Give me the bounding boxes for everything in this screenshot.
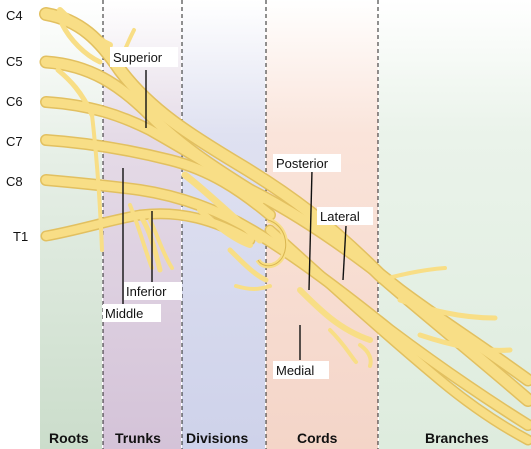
region-label-branches: Branches — [425, 430, 489, 446]
label-posterior: Posterior — [276, 156, 329, 171]
root-label-c5: C5 — [6, 54, 23, 69]
region-label-roots: Roots — [49, 430, 89, 446]
root-label-c7: C7 — [6, 134, 23, 149]
root-label-c4: C4 — [6, 8, 23, 23]
region-label-cords: Cords — [297, 430, 338, 446]
label-inferior: Inferior — [126, 284, 167, 299]
region-label-trunks: Trunks — [115, 430, 161, 446]
root-label-t1: T1 — [13, 229, 28, 244]
label-medial: Medial — [276, 363, 314, 378]
label-superior: Superior — [113, 50, 163, 65]
region-label-divisions: Divisions — [186, 430, 248, 446]
label-middle: Middle — [105, 306, 143, 321]
root-label-c6: C6 — [6, 94, 23, 109]
root-label-c8: C8 — [6, 174, 23, 189]
label-lateral: Lateral — [320, 209, 360, 224]
